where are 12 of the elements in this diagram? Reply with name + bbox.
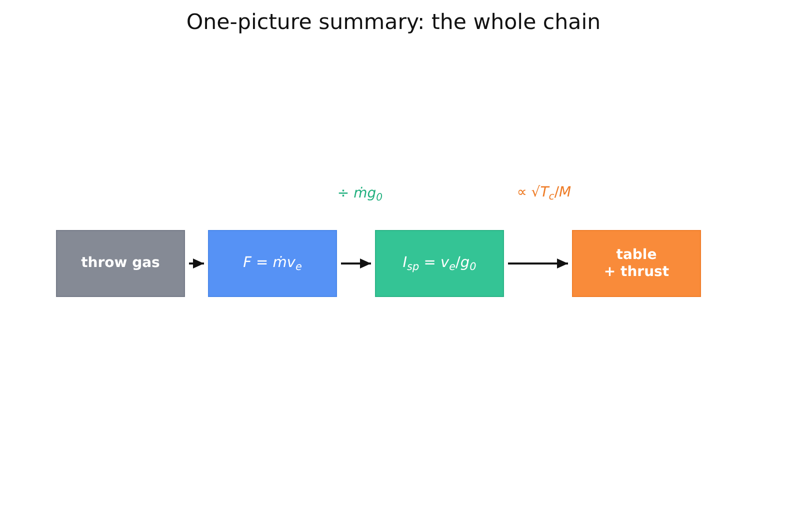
process-box	[572, 230, 701, 297]
arrow	[341, 258, 371, 268]
arrow	[508, 258, 568, 268]
process-box	[208, 230, 337, 297]
box-label: table + thrust	[604, 246, 670, 280]
formula-text: F = ṁv$_{e}$	[243, 254, 302, 272]
process-box	[375, 230, 504, 297]
formula-text: I$_{sp}$ = v$_{e}$/g$_{0}$	[402, 254, 476, 272]
diagram-title: One-picture summary: the whole chain	[185, 10, 602, 36]
process-box	[56, 230, 185, 297]
arrow	[189, 258, 204, 268]
box-label: throw gas	[81, 255, 160, 272]
